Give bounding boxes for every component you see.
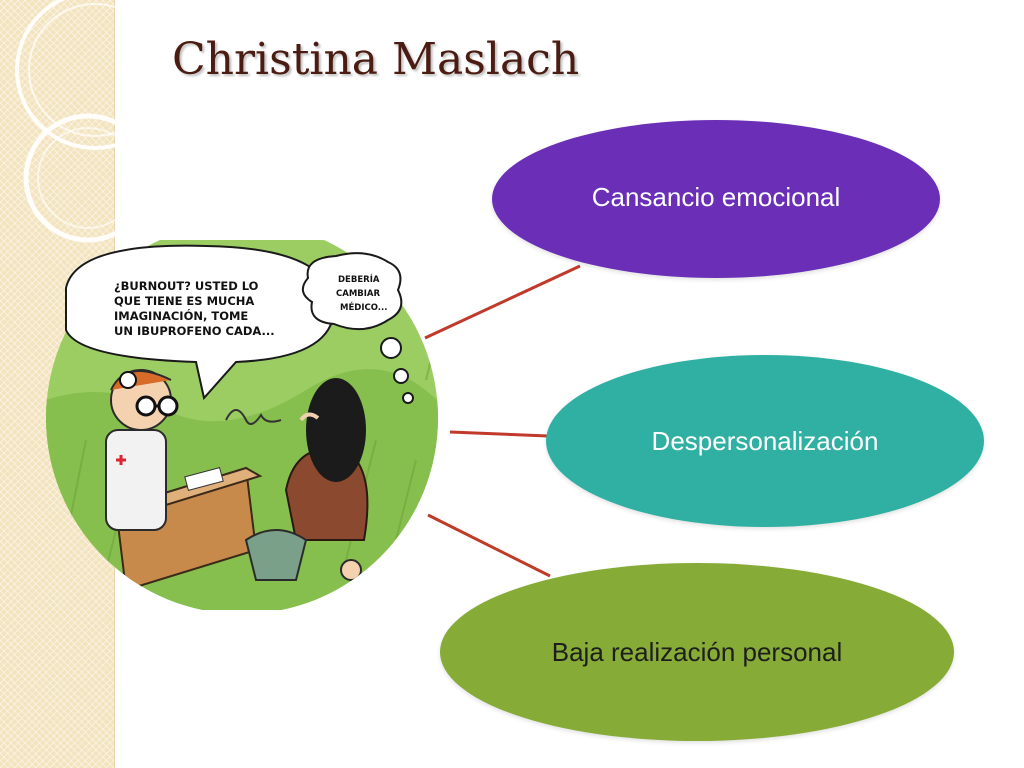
doctor-figure bbox=[105, 369, 179, 531]
patient-figure bbox=[244, 378, 369, 581]
speech-line-1: ¿BURNOUT? USTED LO bbox=[114, 279, 259, 293]
svg-text:¿BURNOUT? USTED LO QUE T: ¿BURNOUT? USTED LO QUE TIENE ES MUCHA IM… bbox=[114, 279, 275, 338]
dimension-depersonalization: Despersonalización bbox=[546, 355, 984, 527]
connector-line-1 bbox=[424, 264, 581, 340]
speech-line-3: IMAGINACIÓN, TOME bbox=[114, 308, 248, 323]
thought-line-1: DEBERÍA bbox=[338, 273, 380, 285]
doctor-speech-bubble: ¿BURNOUT? USTED LO QUE TIENE ES MUCHA IM… bbox=[65, 244, 336, 401]
decorative-circles bbox=[15, 0, 175, 243]
dimension-label: Baja realización personal bbox=[551, 636, 843, 667]
thought-line-3: MÉDICO... bbox=[340, 301, 387, 313]
patient-thought-bubble: DEBERÍA CAMBIAR MÉDICO... bbox=[301, 252, 414, 404]
dimension-label: Cansancio emocional bbox=[591, 181, 841, 212]
dimension-label: Despersonalización bbox=[651, 425, 879, 456]
slide-title: Christina Maslach bbox=[172, 34, 580, 85]
connector-line-3 bbox=[427, 513, 551, 578]
thought-line-2: CAMBIAR bbox=[336, 289, 380, 299]
speech-line-2: QUE TIENE ES MUCHA bbox=[114, 294, 254, 308]
speech-line-4: UN IBUPROFENO CADA... bbox=[114, 324, 275, 338]
cartoon-illustration: ¿BURNOUT? USTED LO QUE TIENE ES MUCHA IM… bbox=[46, 240, 438, 610]
dimension-low-personal-accomplishment: Baja realización personal bbox=[440, 563, 954, 741]
connector-line-2 bbox=[449, 430, 549, 438]
dimension-emotional-exhaustion: Cansancio emocional bbox=[492, 120, 940, 278]
svg-text:DEBERÍA CAMBIAR MÉ: DEBERÍA CAMBIAR MÉDICO... bbox=[336, 273, 387, 313]
